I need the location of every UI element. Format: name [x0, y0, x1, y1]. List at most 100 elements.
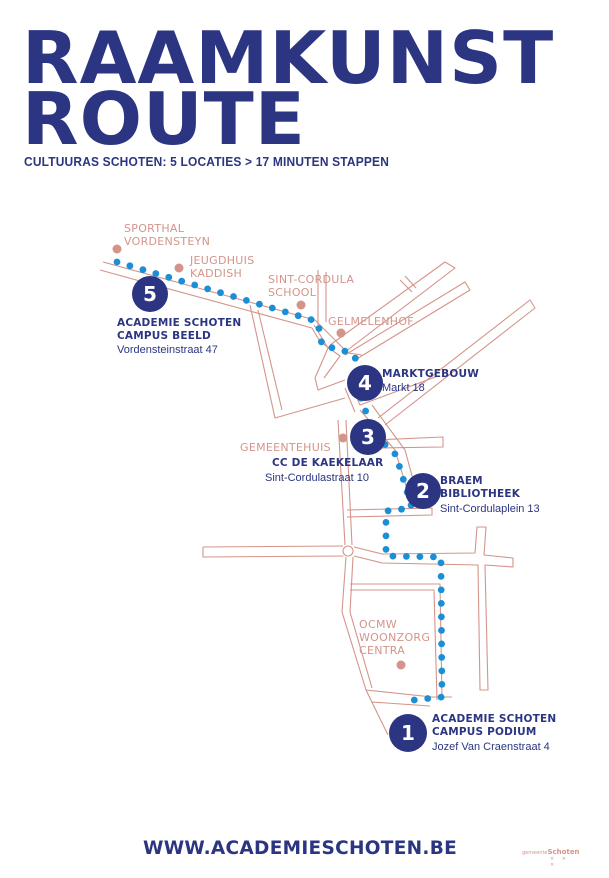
stop-name-4: MARKTGEBOUW [382, 368, 479, 380]
stop-name-line: CAMPUS PODIUM [432, 726, 537, 738]
poi-marker-sporthal [112, 244, 122, 254]
stop-name-5: ACADEMIE SCHOTEN CAMPUS BEELD [117, 317, 241, 343]
poi-marker-jeugdhuis [174, 263, 184, 273]
poi-marker-gemeentehuis [338, 433, 348, 443]
route-dot [438, 640, 445, 648]
street-east-3 [374, 436, 444, 449]
street-sint-cordula [317, 270, 327, 325]
logo-name: Schoten [547, 848, 580, 856]
website-link[interactable]: WWW.ACADEMIESCHOTEN.BE [143, 838, 458, 859]
route-dot [362, 407, 369, 415]
route-dot [256, 300, 263, 308]
poi-label-line: KADDISH [190, 267, 243, 280]
poi-markers [112, 244, 406, 670]
stop-badge-5[interactable]: 5 [132, 276, 168, 312]
route-dot [341, 347, 349, 355]
poi-marker-gelmelenhof [336, 328, 346, 338]
street-branch-west [249, 304, 346, 419]
route-dot [382, 546, 390, 553]
route-dot [281, 308, 289, 316]
route-dot [126, 262, 134, 270]
poi-label-line: WOONZORG [359, 631, 431, 644]
route-dot [398, 505, 405, 513]
street-west-horizontal [202, 545, 344, 558]
logo-mark-icon: × × × [550, 856, 569, 868]
stop-name-1: ACADEMIE SCHOTEN CAMPUS PODIUM [432, 713, 556, 739]
poi-label-line: VORDENSTEYN [124, 235, 211, 248]
stop-badge-4[interactable]: 4 [347, 365, 383, 401]
route-dot [152, 270, 160, 277]
route-dot [389, 552, 397, 560]
street-south-west [341, 556, 389, 736]
route-dot [268, 304, 276, 312]
route-dot [399, 475, 407, 483]
poi-label-ocmw: OCMW WOONZORG CENTRA [359, 618, 430, 657]
route-dot [438, 627, 445, 634]
poi-label-line: SPORTHAL [124, 222, 185, 235]
street-east-horizontal [353, 526, 514, 691]
route-dot [113, 258, 121, 266]
street-ne-long [377, 299, 536, 426]
street-bottom [365, 689, 452, 707]
route-dot [328, 344, 336, 352]
route-dot [230, 293, 237, 300]
route-dot [178, 277, 186, 285]
poi-label-line: JEUGDHUIS [190, 254, 255, 267]
logo-prefix: gemeente [522, 850, 548, 856]
route-dot [430, 553, 437, 561]
stop-badge-3[interactable]: 3 [350, 419, 386, 455]
stop-name-line: ACADEMIE SCHOTEN [432, 713, 557, 725]
stop-address-1: Jozef Van Craenstraat 4 [432, 741, 550, 753]
route-dot [403, 553, 410, 560]
stop-address-2: Sint-Cordulaplein 13 [440, 503, 540, 515]
stop-address-3: Sint-Cordulastraat 10 [265, 472, 369, 484]
stop-name-line: BIBLIOTHEEK [440, 488, 521, 500]
title-line-2: ROUTE [22, 77, 306, 161]
poi-marker-school [296, 300, 306, 310]
route-dot [438, 681, 446, 688]
subtitle: CULTUURAS SCHOTEN: 5 LOCATIES > 17 MINUT… [24, 154, 390, 169]
route-dot [382, 519, 390, 526]
route-dot [217, 289, 224, 297]
poi-label-line: OCMW [359, 618, 397, 631]
roundabout [342, 545, 354, 557]
street-ocmw [350, 583, 443, 701]
poi-label-line: SINT-CORDULA [268, 273, 355, 286]
stop-address-5: Vordensteinstraat 47 [117, 344, 218, 356]
route-dot [437, 693, 445, 701]
gemeente-schoten-logo: gemeenteSchoten × × × [522, 848, 580, 868]
route-dot [437, 586, 445, 594]
poi-label-gemeentehuis: GEMEENTEHUIS [240, 441, 331, 454]
route-dot [391, 450, 399, 458]
poi-label-school: SINT-CORDULA SCHOOL [268, 273, 354, 299]
stop-name-line: CAMPUS BEELD [117, 330, 211, 342]
street-ne-2 [344, 281, 471, 361]
route-dot [438, 654, 446, 661]
street-ne-1 [329, 261, 456, 353]
stop-name-3: CC DE KAEKELAAR [272, 457, 384, 469]
poi-marker-ocmw [396, 660, 406, 670]
stop-badge-1[interactable]: 1 [389, 714, 427, 752]
route-dot [294, 312, 302, 320]
poi-label-gelmelenhof: GELMELENHOF [328, 315, 414, 328]
poi-label-jeugdhuis: JEUGDHUIS KADDISH [190, 254, 255, 280]
route-dot [384, 507, 392, 515]
stop-badge-2[interactable]: 2 [405, 473, 441, 509]
title-line-1: RAAMKUNST [22, 16, 555, 100]
route-dot [307, 316, 315, 323]
route-dot [382, 532, 390, 540]
route-dot [315, 325, 323, 332]
route-dot [191, 281, 199, 289]
route-dot [437, 573, 445, 580]
route-dot [416, 553, 424, 560]
street-ne-stub [399, 275, 417, 293]
stop-name-line: ACADEMIE SCHOTEN [117, 317, 242, 329]
street-gemeentehuis [337, 419, 353, 546]
route-dot [204, 285, 212, 293]
poi-label-line: SCHOOL [268, 286, 317, 299]
stop-address-4: Markt 18 [382, 382, 425, 394]
stop-name-line: BRAEM [440, 475, 483, 487]
stop-name-2: BRAEM BIBLIOTHEEK [440, 475, 520, 501]
poi-label-line: CENTRA [359, 644, 406, 657]
